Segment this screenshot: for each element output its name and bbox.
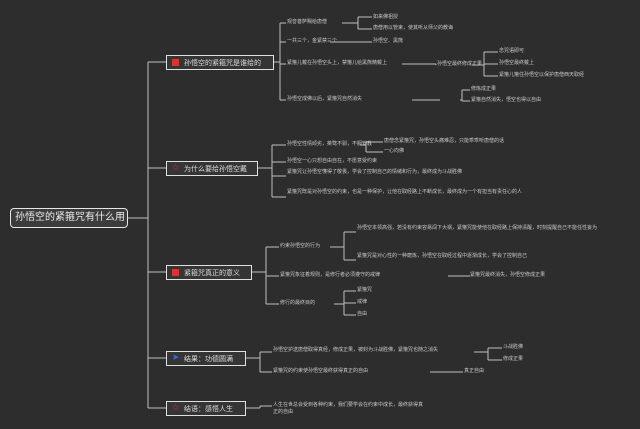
sub-node-2-4[interactable]: 紧箍咒既是对孙悟空的约束，也是一种保护，让他在取经路上不断成长，最终成为一个有担… — [287, 189, 523, 195]
branch-label: 孙悟空的紧箍咒是谁给的 — [184, 59, 261, 67]
leaf-4-2-1[interactable]: 真正自由 — [464, 368, 485, 374]
sub-node-1-3[interactable]: 紧箍儿戴在孙悟空头上，禁箍儿给黑熊精戴上 — [287, 60, 388, 66]
sub-node-5-1[interactable]: 人生在世总会受到各种约束，我们要学会在约束中成长，最终获得真正的自由 — [273, 402, 424, 415]
leaf-3-3-1[interactable]: 紧箍咒 — [357, 287, 373, 293]
red-square-icon — [172, 269, 179, 276]
leaf-1-3-3[interactable]: 紧箍儿箍住孙悟空以保护唐僧西天取经 — [499, 72, 585, 78]
sub-node-4-1[interactable]: 孙悟空护送唐僧取得真经，修成正果，被封为斗战胜佛，紧箍咒也随之消失 — [273, 347, 439, 353]
sub-node-1-4[interactable]: 孙悟空成佛以后，紧箍咒自然消失 — [287, 96, 363, 102]
paper-plane-icon: ➤ — [171, 353, 180, 363]
branch-label: 为什么要给孙悟空戴 — [184, 165, 247, 173]
sub-node-2-2[interactable]: 孙悟空一心只想自由自在，不愿意受约束 — [287, 158, 378, 164]
sub-node-3-2[interactable]: 紧箍咒象征着规则，是修行者必须遵守的戒律 — [280, 272, 381, 278]
leaf-2-1-2[interactable]: 一心向佛 — [384, 148, 405, 154]
branch-label: 结果：功德圆满 — [184, 355, 233, 363]
red-square-icon — [172, 59, 179, 66]
sub-node-1-1[interactable]: 观音菩萨赐给唐僧 — [287, 19, 328, 25]
leaf-1-1-2[interactable]: 唐僧用以管束，使其听从师父的教诲 — [373, 25, 454, 31]
branch-node-4[interactable]: ➤ 结果：功德圆满 — [166, 351, 246, 366]
branch-node-2[interactable]: ☆ 为什么要给孙悟空戴 — [166, 161, 258, 176]
branch-label: 结语：感悟人生 — [184, 405, 233, 413]
leaf-3-3-3[interactable]: 自由 — [357, 311, 368, 317]
leaf-1-3-1[interactable]: 念咒语即可 — [499, 48, 525, 54]
branch-node-1[interactable]: 孙悟空的紧箍咒是谁给的 — [166, 55, 274, 70]
leaf-1-3-4[interactable]: 孙悟空最终修成正果 — [437, 61, 483, 67]
sub-node-2-1[interactable]: 孙悟空性情顽劣，桀骜不驯，不服管教 — [287, 141, 373, 147]
leaf-3-2-1[interactable]: 紧箍咒最终消失，孙悟空修成正果 — [470, 272, 546, 278]
sub-node-1-2[interactable]: 一共三个，金紧禁三个 — [287, 38, 338, 44]
leaf-1-4-1[interactable]: 修炼成正果 — [471, 86, 497, 92]
sub-node-3-3[interactable]: 修行的最终目的 — [280, 300, 316, 306]
leaf-3-1-2[interactable]: 紧箍咒是对心性的一种磨炼，孙悟空在取经过程中逐渐成长，学会了控制自己 — [357, 253, 528, 259]
root-node[interactable]: 孙悟空的紧箍咒有什么用 — [10, 208, 128, 228]
leaf-2-1-1[interactable]: 唐僧念紧箍咒，孙悟空头痛难忍，只能乖乖听唐僧的话 — [384, 138, 505, 144]
sub-node-2-3[interactable]: 紧箍咒让孙悟空懂得了敬畏，学会了控制自己的情绪和行为，最终成为斗战胜佛 — [287, 169, 463, 175]
sub-node-3-1[interactable]: 约束孙悟空的行为 — [280, 243, 321, 249]
leaf-1-1-1[interactable]: 如来佛祖授 — [373, 14, 399, 20]
leaf-1-4-2[interactable]: 紧箍自然消失，悟空也得以自由 — [471, 97, 542, 103]
branch-node-3[interactable]: 紧箍咒真正的意义 — [166, 265, 252, 280]
leaf-4-1-2[interactable]: 修成正果 — [503, 356, 524, 362]
leaf-4-1-1[interactable]: 斗战胜佛 — [503, 344, 524, 350]
leaf-1-3-2[interactable]: 孙悟空最终戴上 — [499, 60, 535, 66]
sub-node-4-2[interactable]: 紧箍咒的约束使孙悟空最终获得真正的自由 — [273, 368, 369, 374]
leaf-3-1-1[interactable]: 孙悟空本领高强，若没有约束容易闯下大祸，紧箍咒能使他在取经路上保持清醒，时刻提醒… — [357, 225, 598, 231]
branch-label: 紧箍咒真正的意义 — [184, 269, 240, 277]
leaf-1-2-1[interactable]: 孙悟空、黑熊 — [373, 38, 404, 44]
star-outline-icon: ☆ — [171, 403, 180, 413]
branch-node-5[interactable]: ☆ 结语：感悟人生 — [166, 401, 246, 416]
star-outline-icon: ☆ — [171, 163, 180, 173]
leaf-3-3-2[interactable]: 戒律 — [357, 299, 368, 305]
